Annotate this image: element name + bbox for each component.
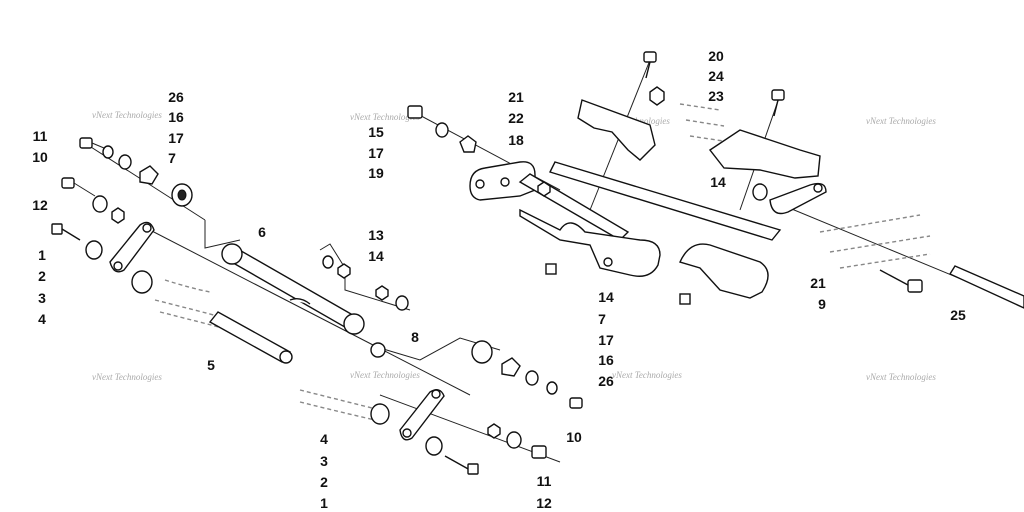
callout-23: 23: [708, 88, 724, 104]
washer-icon: [395, 295, 409, 311]
cross-shaft-icon: [221, 243, 386, 358]
link-plate-icon: [109, 221, 155, 273]
bolt-icon: [61, 177, 96, 197]
watermark-group: vNext Technologies vNext Technologies vN…: [92, 110, 936, 382]
rod-icon: [948, 265, 1024, 309]
callout-6: 6: [258, 224, 266, 240]
callout-10: 10: [566, 429, 582, 445]
nut-icon: [545, 263, 557, 275]
callout-11: 11: [537, 473, 552, 489]
nut-icon: [649, 86, 665, 106]
callout-13: 13: [368, 227, 384, 243]
right-parts: [407, 51, 1024, 309]
callout-21: 21: [810, 275, 826, 291]
callout-24: 24: [708, 68, 724, 84]
nut-icon: [375, 285, 389, 301]
callout-3: 3: [320, 453, 328, 469]
watermark: vNext Technologies: [612, 370, 682, 380]
watermark: vNext Technologies: [92, 110, 162, 120]
bracket-icon: [708, 129, 821, 179]
callout-16: 16: [168, 109, 184, 125]
bushing-icon: [459, 135, 477, 153]
bushing-icon: [471, 340, 493, 364]
link-plate-icon: [769, 182, 827, 215]
callout-14: 14: [710, 174, 726, 190]
nut-icon: [337, 263, 351, 279]
callout-2: 2: [38, 268, 46, 284]
callout-26: 26: [168, 89, 184, 105]
washer-icon: [435, 122, 449, 138]
washer-icon: [118, 154, 132, 170]
washer-icon: [546, 381, 558, 395]
bracket-icon: [469, 161, 661, 277]
watermark: vNext Technologies: [350, 112, 420, 122]
nut-icon: [111, 207, 125, 224]
callout-9: 9: [818, 296, 826, 312]
callout-18: 18: [508, 132, 524, 148]
callout-16: 16: [598, 352, 614, 368]
callout-1: 1: [320, 495, 328, 511]
washer-icon: [85, 240, 103, 260]
callout-26: 26: [598, 373, 614, 389]
callout-15: 15: [368, 124, 384, 140]
washer-icon: [92, 195, 108, 213]
bolt-icon: [407, 105, 423, 119]
watermark: vNext Technologies: [866, 116, 936, 126]
bolt-icon: [79, 137, 105, 149]
bushing-icon: [139, 165, 159, 185]
callout-17: 17: [598, 332, 614, 348]
washer-icon: [322, 255, 334, 269]
callout-17: 17: [368, 145, 384, 161]
nut-icon: [679, 293, 691, 305]
callout-19: 19: [368, 165, 384, 181]
bolt-icon: [531, 445, 547, 459]
washer-icon: [752, 183, 768, 201]
callout-14: 14: [368, 248, 384, 264]
bolt-icon: [51, 223, 81, 241]
callout-5: 5: [207, 357, 215, 373]
callout-1: 1: [38, 247, 46, 263]
wear-plate-icon: [549, 161, 782, 241]
callout-25: 25: [950, 307, 966, 323]
washer-icon: [425, 436, 443, 456]
watermark: vNext Technologies: [92, 372, 162, 382]
bolt-icon: [771, 89, 785, 101]
callout-12: 12: [32, 197, 48, 213]
bushing-icon: [370, 403, 390, 425]
callout-7: 7: [598, 311, 606, 327]
bushing-icon: [131, 270, 153, 294]
washer-icon: [102, 145, 114, 159]
callout-2: 2: [320, 474, 328, 490]
nut-icon: [537, 181, 551, 197]
watermark: vNext Technologies: [866, 372, 936, 382]
bolt-icon: [444, 455, 479, 475]
bolt-icon: [643, 51, 657, 63]
callout-7: 7: [168, 150, 176, 166]
callout-8: 8: [411, 329, 419, 345]
washer-icon: [525, 370, 539, 386]
callout-20: 20: [708, 48, 724, 64]
nut-icon: [487, 423, 501, 439]
callout-21: 21: [508, 89, 524, 105]
callout-4: 4: [320, 431, 328, 447]
bracket-icon: [679, 243, 769, 299]
callout-3: 3: [38, 290, 46, 306]
callout-10: 10: [32, 149, 48, 165]
watermark: vNext Technologies: [350, 370, 420, 380]
callout-4: 4: [38, 311, 46, 327]
left-parts: [51, 137, 583, 475]
bolt-icon: [907, 279, 923, 293]
callout-14: 14: [598, 289, 614, 305]
washer-icon: [506, 431, 522, 449]
callout-17: 17: [168, 130, 184, 146]
callout-12: 12: [536, 495, 552, 511]
callout-22: 22: [508, 110, 524, 126]
callout-11: 11: [33, 128, 48, 144]
bolt-icon: [569, 397, 583, 409]
bracket-icon: [577, 99, 656, 161]
bushing-icon: [501, 357, 521, 377]
rod-icon: [208, 311, 293, 364]
